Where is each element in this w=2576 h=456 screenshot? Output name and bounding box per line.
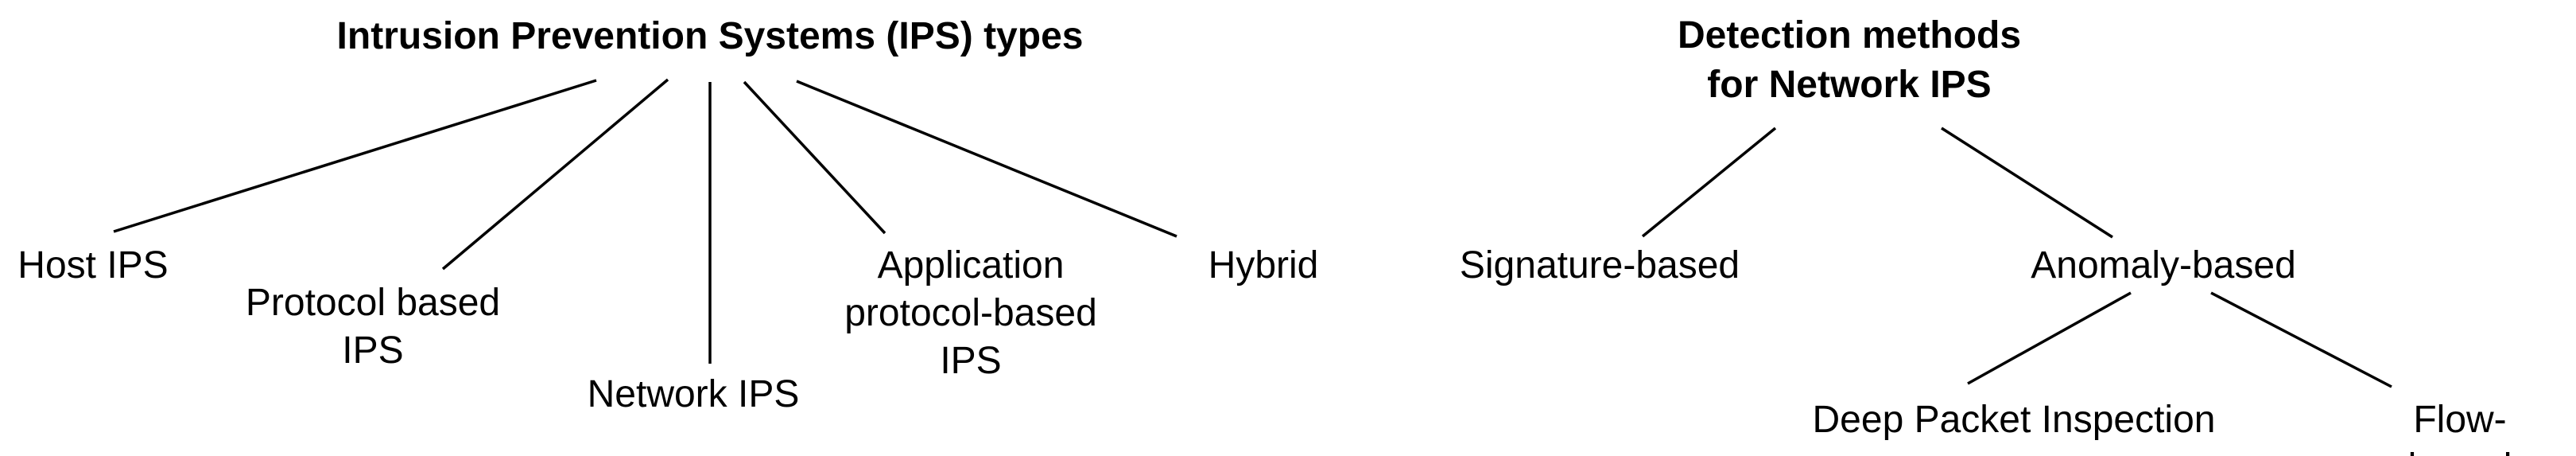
edge-anomaly-based-to-flow-based	[2210, 291, 2392, 388]
edge-anomaly-based-to-deep-packet-inspection	[1967, 291, 2132, 385]
node-flow-based: Flow-based	[2408, 399, 2512, 456]
left-tree-title: Intrusion Prevention Systems (IPS) types	[336, 15, 1084, 57]
node-signature-based: Signature-based	[1459, 244, 1740, 286]
edge-ips-types-to-protocol-based-ips	[441, 78, 669, 271]
node-application-protocol-based-ips: Application protocol-based IPS	[844, 244, 1097, 382]
node-protocol-based-ips: Protocol based IPS	[245, 282, 501, 372]
node-host-ips: Host IPS	[17, 244, 169, 286]
edge-detection-methods-to-anomaly-based	[1941, 127, 2113, 239]
edge-detection-methods-to-signature-based	[1641, 127, 1777, 238]
edge-ips-types-to-application-protocol-based-ips	[743, 80, 886, 235]
node-anomaly-based: Anomaly-based	[2031, 244, 2296, 286]
edge-ips-types-to-host-ips	[113, 79, 597, 233]
node-hybrid: Hybrid	[1208, 244, 1319, 286]
edge-ips-types-to-hybrid	[796, 80, 1177, 238]
node-deep-packet-inspection: Deep Packet Inspection	[1812, 399, 2216, 441]
node-network-ips: Network IPS	[587, 373, 800, 415]
right-tree-title: Detection methods for Network IPS	[1677, 14, 2022, 106]
